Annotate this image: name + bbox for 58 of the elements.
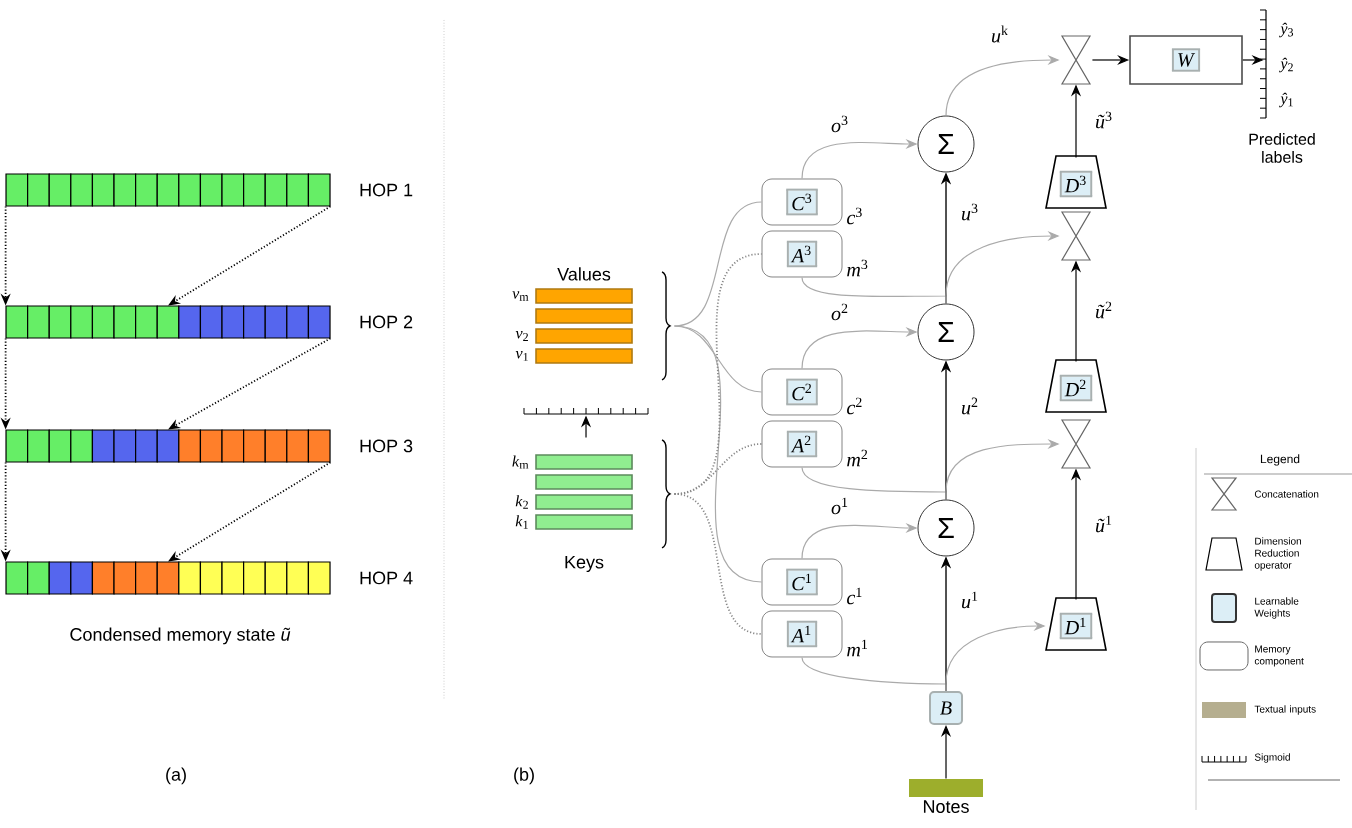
output-label: ŷ$_{3}$ — [1279, 22, 1294, 38]
memory-box: A$^{1}$ — [761, 610, 843, 658]
vector-label: k$_{1}$ — [515, 515, 528, 529]
panel-label: (b) — [514, 767, 534, 785]
heading-text: Values — [557, 267, 611, 281]
concatenation-symbol — [1060, 35, 1092, 85]
concatenation-symbol — [1060, 211, 1092, 261]
concatenation-symbol — [1060, 419, 1092, 469]
vector-label: k$_{2}$ — [515, 495, 528, 509]
input-label: Notes — [923, 800, 969, 813]
memory-box: C$^{1}$ — [761, 558, 843, 606]
caption-text: Condensed memory state ũ — [70, 627, 291, 645]
reduction-trapezoid: D$^{2}$ — [1045, 359, 1107, 413]
edge-label: u$^{1}$ — [962, 591, 978, 609]
vector-label: v$_{2}$ — [515, 331, 528, 341]
output-box: W — [1129, 35, 1243, 85]
connector-line — [673, 325, 763, 583]
edge-label: u$^{k}$ — [992, 25, 1008, 43]
caption-text: Predicted labels — [1249, 133, 1315, 163]
output-label: ŷ$_{2}$ — [1279, 57, 1293, 73]
heading-text: Keys — [565, 555, 604, 573]
panel-label: (a) — [166, 767, 186, 785]
weight-box: B — [929, 691, 963, 725]
reduction-trapezoid: D$^{3}$ — [1045, 155, 1107, 209]
hop-label: HOP 4 — [360, 571, 413, 585]
edge-label: ũ$^{1}$ — [1096, 515, 1112, 533]
edge-label: o$^{3}$ — [831, 115, 848, 133]
memory-box: A$^{2}$ — [761, 420, 843, 468]
memory-box: C$^{3}$ — [761, 178, 843, 226]
hop-label: HOP 2 — [360, 315, 413, 329]
edge-label: u$^{2}$ — [962, 397, 978, 415]
variable-label: c$^{3}$ — [847, 207, 862, 225]
sigmoid-scale — [523, 407, 649, 415]
edge-label: o$^{2}$ — [831, 303, 848, 321]
hop-label: HOP 3 — [360, 439, 413, 453]
variable-label: m$^{2}$ — [847, 449, 868, 467]
variable-label: m$^{1}$ — [847, 639, 867, 657]
output-label: ŷ$_{1}$ — [1279, 92, 1293, 108]
memory-state-bar — [5, 429, 331, 463]
memory-state-bar — [5, 305, 331, 339]
vector-label: v$_{1}$ — [515, 351, 528, 361]
edge-label: ũ$^{3}$ — [1096, 111, 1112, 129]
vector-label: k$_{m}$ — [512, 455, 529, 469]
connector-line — [673, 201, 763, 327]
variable-label: c$^{1}$ — [847, 587, 862, 605]
edge-label: ũ$^{2}$ — [1096, 301, 1112, 319]
memory-box: C$^{2}$ — [761, 368, 843, 416]
memory-state-bar — [5, 561, 331, 595]
reduction-trapezoid: D$^{1}$ — [1045, 597, 1107, 651]
dotted-line — [673, 493, 763, 635]
variable-label: c$^{2}$ — [847, 397, 862, 415]
edge-label: u$^{3}$ — [962, 203, 978, 221]
edge-label: o$^{1}$ — [831, 497, 848, 515]
memory-box: A$^{3}$ — [761, 230, 843, 278]
vector-label: v$_{m}$ — [512, 291, 529, 301]
hop-label: HOP 1 — [360, 183, 413, 197]
memory-state-bar — [5, 173, 331, 207]
variable-label: m$^{3}$ — [847, 259, 868, 277]
